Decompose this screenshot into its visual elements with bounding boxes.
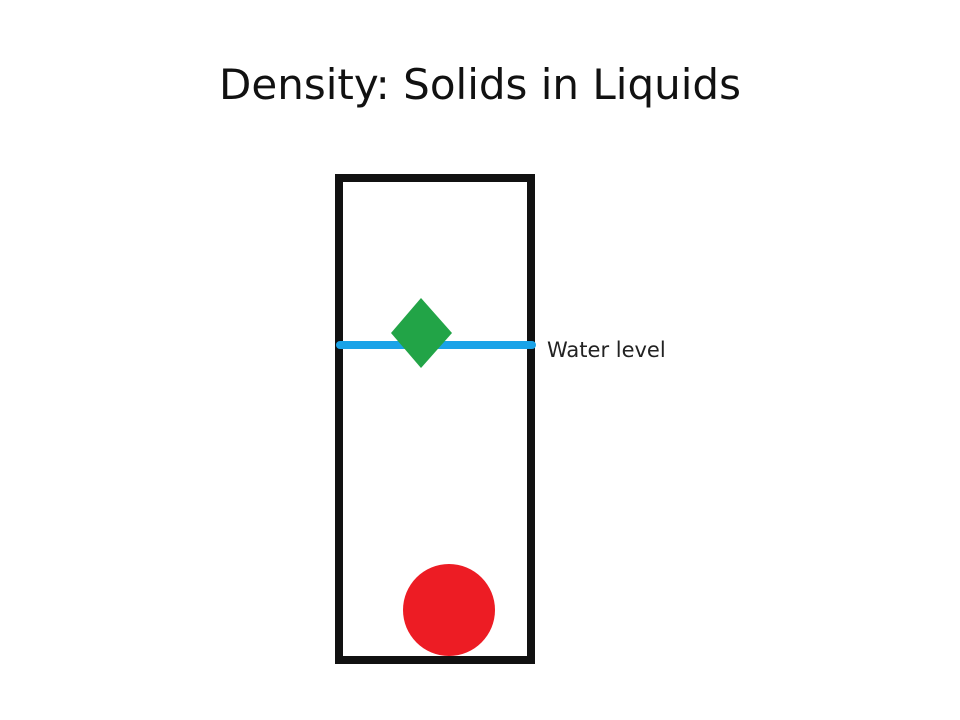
green-diamond-icon	[391, 298, 452, 368]
slide-title: Density: Solids in Liquids	[219, 60, 741, 109]
water-level-label: Water level	[547, 338, 666, 362]
container-outline	[335, 174, 535, 664]
red-circle-icon	[403, 564, 495, 656]
